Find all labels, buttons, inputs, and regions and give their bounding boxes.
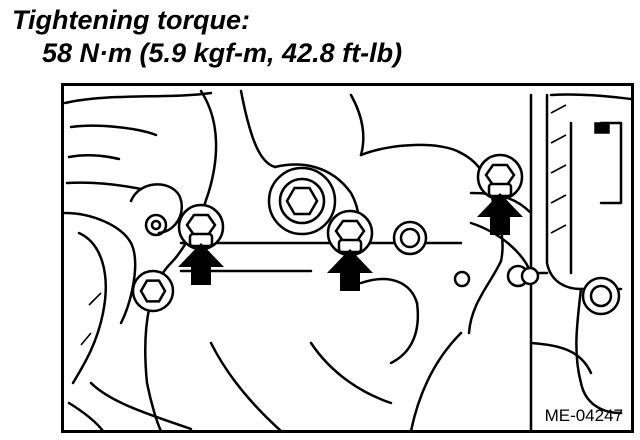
torque-value: 58 N·m (5.9 kgf-m, 42.8 ft-lb) <box>42 38 403 68</box>
target-bolt-right <box>476 153 524 201</box>
bolt-head-top-right <box>594 122 610 134</box>
round-boss-center <box>392 220 428 256</box>
figure-code: ME-04247 <box>545 406 623 425</box>
round-boss-small <box>453 270 471 288</box>
round-boss-right <box>506 264 540 288</box>
arrow-indicator-left <box>178 243 224 285</box>
arrow-indicator-center <box>327 249 373 291</box>
arrow-indicator-right <box>477 193 523 235</box>
target-bolt-center <box>326 209 374 257</box>
engine-diagram: ME-04247 <box>61 83 634 433</box>
hatching <box>80 104 567 346</box>
torque-caption: Tightening torque: 58 N·m (5.9 kgf-m, 42… <box>12 4 402 70</box>
hex-bolt-lower-left <box>131 269 175 313</box>
hex-bolt-center <box>267 166 337 236</box>
torque-heading: Tightening torque: <box>12 5 250 35</box>
bolt-head-right-edge <box>581 276 621 316</box>
target-bolt-left <box>177 203 225 251</box>
